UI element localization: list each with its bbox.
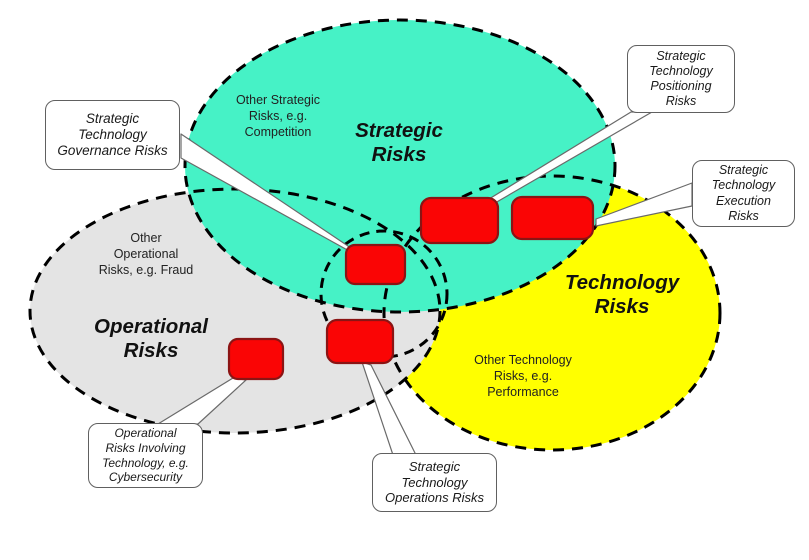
callout-positioning-risks: Strategic Technology Positioning Risks [627, 45, 735, 113]
technology-ellipse-outline [382, 174, 722, 452]
strategic-ellipse-fill [185, 20, 615, 312]
callout-execution-risks: Strategic Technology Execution Risks [692, 160, 795, 227]
marker-cybersecurity-risk [227, 337, 285, 381]
callout-cybersecurity-risks: Operational Risks Involving Technology, … [88, 423, 203, 488]
triple-intersection-circle [319, 229, 449, 359]
strategic-ellipse-outline [183, 18, 617, 314]
strategic-other-risks-label: Other Strategic Risks, e.g. Competition [235, 93, 321, 139]
technology-other-risks-label: Other Technology Risks, e.g. Performance [474, 353, 572, 399]
technology-risks-title: Technology Risks [564, 271, 680, 318]
operational-risks-title: Operational Risks [94, 315, 208, 362]
operational-other-risks-label: Other Operational Risks, e.g. Fraud [98, 231, 194, 277]
marker-governance-risk [344, 243, 407, 286]
strategic-risks-title: Strategic Risks [355, 119, 443, 166]
marker-execution-risk [510, 195, 595, 241]
callout-operations-risks: Strategic Technology Operations Risks [372, 453, 497, 512]
operational-ellipse-outline [28, 187, 442, 435]
marker-positioning-risk [419, 196, 500, 245]
callout-governance-risks: Strategic Technology Governance Risks [45, 100, 180, 170]
marker-operations-risk [325, 318, 395, 365]
